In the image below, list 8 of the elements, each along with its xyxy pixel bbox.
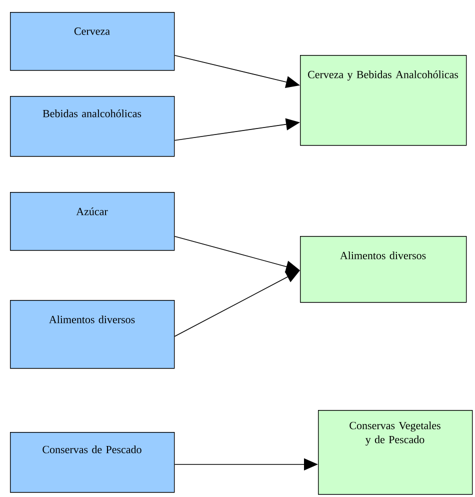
source-box: Cerveza — [10, 12, 175, 71]
target-box: Cerveza y Bebidas Analcohólicas — [300, 55, 467, 146]
source-box: Conservas de Pescado — [10, 432, 175, 493]
target-box: Conservas Vegetales y de Pescado — [318, 410, 473, 495]
source-box: Azúcar — [10, 192, 175, 251]
source-box: Alimentos diversos — [10, 300, 175, 369]
target-box: Alimentos diversos — [300, 236, 467, 303]
source-box: Bebidas analcohólicas — [10, 96, 175, 157]
